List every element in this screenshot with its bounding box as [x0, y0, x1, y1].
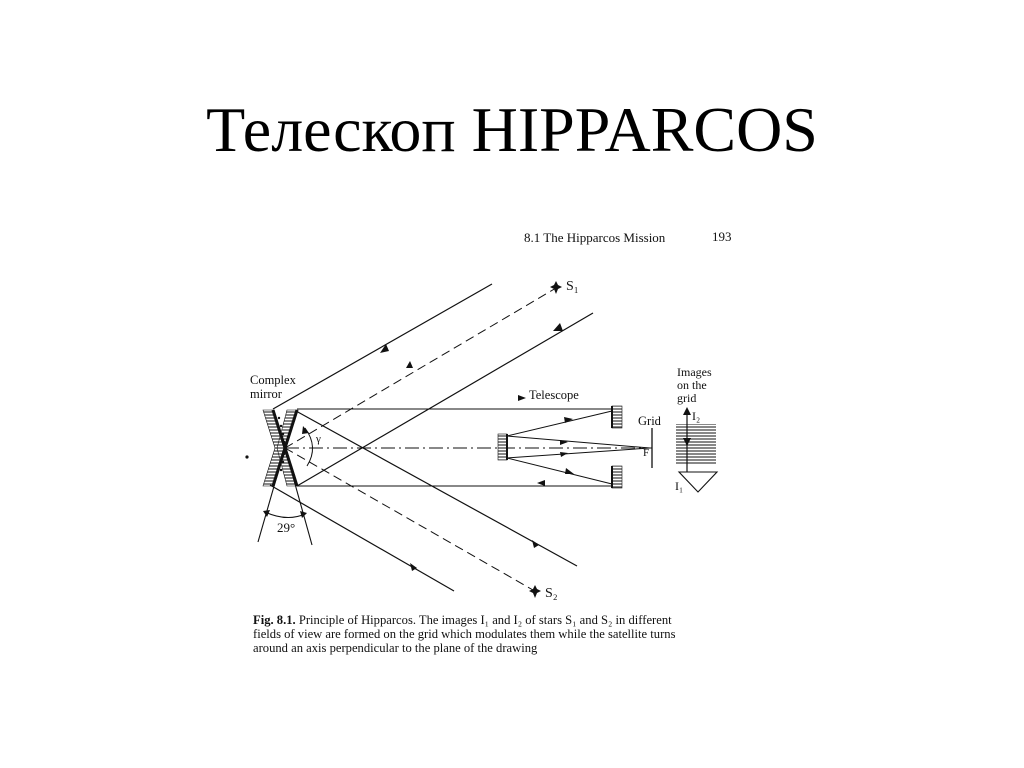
angle-label: 29° — [277, 520, 295, 535]
caption-line1: Fig. 8.1. Principle of Hipparcos. The im… — [253, 613, 672, 627]
grid-ruling — [676, 424, 716, 464]
primary-mirror-top — [611, 405, 623, 429]
secondary-mirror — [497, 433, 508, 461]
image-i2-label: I₂ — [692, 409, 700, 423]
caption-line3: around an axis perpendicular to the plan… — [253, 641, 538, 655]
page-number: 193 — [712, 229, 732, 244]
telescope-label: Telescope — [529, 388, 579, 402]
image-triangle — [677, 471, 719, 493]
angle-arc — [264, 511, 306, 518]
caption-line2: fields of view are formed on the grid wh… — [253, 627, 676, 641]
mirror-label-line2: mirror — [250, 387, 283, 401]
gamma-arc — [304, 427, 313, 467]
ray-arrows — [380, 323, 563, 571]
telescope-beam — [297, 408, 612, 487]
image-i1-label: I₁ — [675, 479, 683, 493]
focus-label: F — [643, 447, 649, 459]
axis-point — [245, 455, 249, 459]
folded-rays — [506, 410, 651, 485]
star-s1-icon — [550, 281, 562, 294]
mirror-normals — [257, 447, 313, 546]
slide-title: Телескоп HIPPARCOS — [206, 94, 818, 165]
angle-arrow-left-icon — [263, 510, 270, 517]
gamma-arrow-icon — [302, 426, 309, 434]
scan-arrow-up-icon — [683, 407, 691, 415]
angle-arrow-right-icon — [300, 511, 307, 518]
primary-mirror-bottom — [611, 465, 623, 489]
running-head: 8.1 The Hipparcos Mission — [524, 230, 666, 245]
images-label-line2: on the — [677, 378, 707, 392]
star-s2-label: S₂ — [545, 586, 558, 601]
folded-ray-arrows — [560, 417, 574, 474]
complex-mirror — [262, 409, 299, 487]
upper-rays — [272, 283, 594, 487]
images-label-line3: grid — [677, 391, 696, 405]
images-label-line1: Images — [677, 365, 712, 379]
gamma-label: γ — [315, 433, 321, 445]
mirror-label-line1: Complex — [250, 373, 297, 387]
scan-arrow-down-icon — [683, 438, 691, 446]
star-s1-label: S₁ — [566, 279, 579, 294]
star-s2-icon — [529, 585, 541, 598]
grid-label: Grid — [638, 414, 662, 428]
chief-rays — [284, 287, 557, 591]
